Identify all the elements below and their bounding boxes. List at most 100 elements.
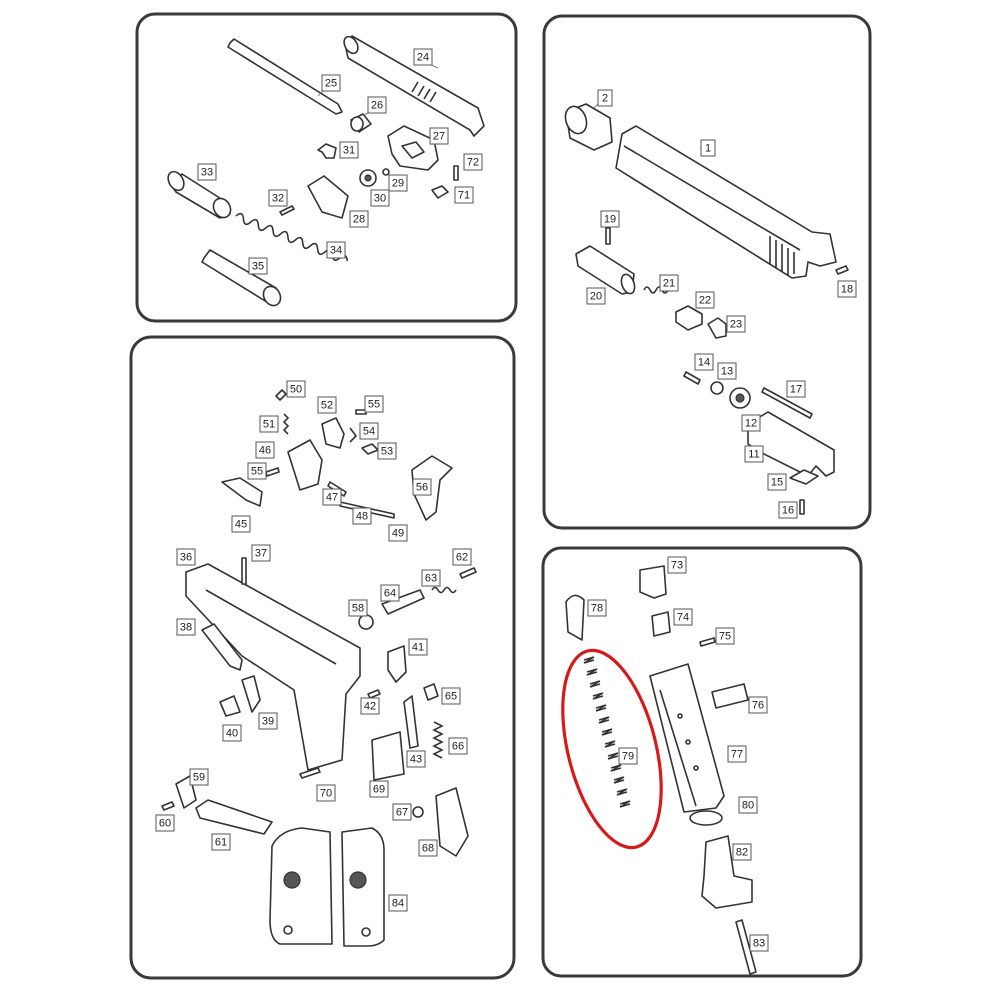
- part-label-box: [749, 934, 769, 952]
- part-label: 21: [659, 274, 679, 292]
- part-64-plunger: [381, 589, 425, 615]
- part-38-trigger: [201, 623, 243, 671]
- part-label: 34: [326, 241, 346, 259]
- part-label-text: 47: [326, 492, 338, 504]
- part-label-text: 53: [381, 446, 393, 458]
- part-label-box: [586, 287, 606, 305]
- panel-frame-assembly: [129, 335, 516, 980]
- part-label-box: [786, 380, 806, 398]
- part-label: 79: [618, 747, 638, 765]
- part-label-box: [176, 618, 196, 636]
- highlight-ring-part-79: [561, 648, 663, 850]
- part-label-text: 54: [363, 426, 375, 438]
- part-77-magazine-body: [649, 663, 725, 813]
- part-label-text: 23: [730, 319, 742, 331]
- part-label-text: 52: [321, 400, 333, 412]
- part-label: 39: [258, 712, 278, 730]
- part-label-box: [421, 569, 441, 587]
- part-72-screw: [453, 165, 459, 181]
- part-56-grip-safety: [411, 455, 453, 521]
- part-label: 82: [732, 843, 752, 861]
- part-15-lever: [789, 469, 819, 485]
- part-label-box: [429, 127, 449, 145]
- part-67-cap: [412, 806, 424, 818]
- part-label-text: 36: [180, 552, 192, 564]
- part-40-block: [219, 695, 241, 717]
- part-37-screw: [241, 557, 247, 585]
- part-label: 29: [388, 174, 408, 192]
- part-label: 24: [413, 48, 433, 66]
- part-18-screw: [835, 265, 849, 275]
- part-label: 32: [268, 189, 288, 207]
- part-label-text: 51: [263, 419, 275, 431]
- part-55-screw: [355, 409, 367, 415]
- part-label-box: [700, 139, 716, 157]
- part-label: 12: [741, 414, 761, 432]
- part-17-pin: [761, 387, 813, 419]
- part-45-sear: [221, 477, 263, 507]
- part-label-text: 46: [259, 445, 271, 457]
- part-42-pin: [367, 689, 381, 699]
- part-label: 38: [176, 618, 196, 636]
- part-label-box: [727, 745, 747, 763]
- part-32-pin: [279, 205, 295, 216]
- part-label: 11: [744, 445, 764, 463]
- part-label-text: 12: [745, 418, 757, 430]
- part-16-screw: [799, 499, 805, 515]
- part-label: 70: [316, 784, 336, 802]
- part-label-text: 25: [325, 78, 337, 90]
- part-41-disconnector: [387, 645, 407, 683]
- part-label-box: [717, 362, 737, 380]
- part-label-box: [597, 89, 613, 107]
- part-label-text: 43: [410, 754, 422, 766]
- part-label-box: [349, 210, 369, 228]
- part-13-oring: [710, 381, 724, 395]
- part-label-box: [767, 473, 787, 491]
- part-label-box: [247, 462, 267, 480]
- part-label-box: [600, 210, 620, 228]
- part-label: 54: [359, 422, 379, 440]
- part-label-text: 32: [272, 193, 284, 205]
- part-label-text: 73: [671, 560, 683, 572]
- part-label-text: 18: [841, 284, 853, 296]
- part-label-box: [694, 353, 714, 371]
- part-54-clip: [349, 427, 357, 443]
- part-label-text: 29: [392, 178, 404, 190]
- part-label: 56: [412, 478, 432, 496]
- part-label: 46: [255, 441, 275, 459]
- part-label-text: 27: [433, 131, 445, 143]
- part-label-text: 68: [422, 843, 434, 855]
- part-68-mainspring-housing: [435, 787, 469, 857]
- part-label: 28: [349, 210, 369, 228]
- part-label: 43: [406, 750, 426, 768]
- part-label-text: 60: [159, 818, 171, 830]
- part-label-box: [418, 839, 438, 857]
- part-28-barrel-link: [307, 175, 349, 219]
- part-label-text: 17: [790, 384, 802, 396]
- part-label-box: [370, 189, 390, 207]
- part-label-text: 70: [320, 788, 332, 800]
- part-23-valve-cap: [707, 317, 727, 339]
- part-label: 19: [600, 210, 620, 228]
- part-label: 23: [726, 315, 746, 333]
- part-label-text: 84: [392, 898, 404, 910]
- part-label-text: 76: [752, 700, 764, 712]
- part-label: 55: [247, 462, 267, 480]
- part-label-box: [380, 584, 400, 602]
- part-label-text: 50: [290, 384, 302, 396]
- part-label: 22: [695, 291, 715, 309]
- part-label-text: 13: [721, 366, 733, 378]
- part-label-text: 64: [384, 588, 396, 600]
- part-label-text: 82: [736, 847, 748, 859]
- part-74-block: [651, 611, 671, 637]
- part-label: 80: [738, 796, 758, 814]
- part-label-box: [673, 608, 693, 626]
- part-label-box: [744, 445, 764, 463]
- part-label: 18: [837, 280, 857, 298]
- part-label: 33: [197, 163, 217, 181]
- part-19-screw: [605, 227, 611, 245]
- part-25-inner-barrel: [227, 38, 343, 115]
- part-label-box: [317, 396, 337, 414]
- part-label-box: [778, 501, 798, 519]
- part-label: 1: [700, 139, 716, 157]
